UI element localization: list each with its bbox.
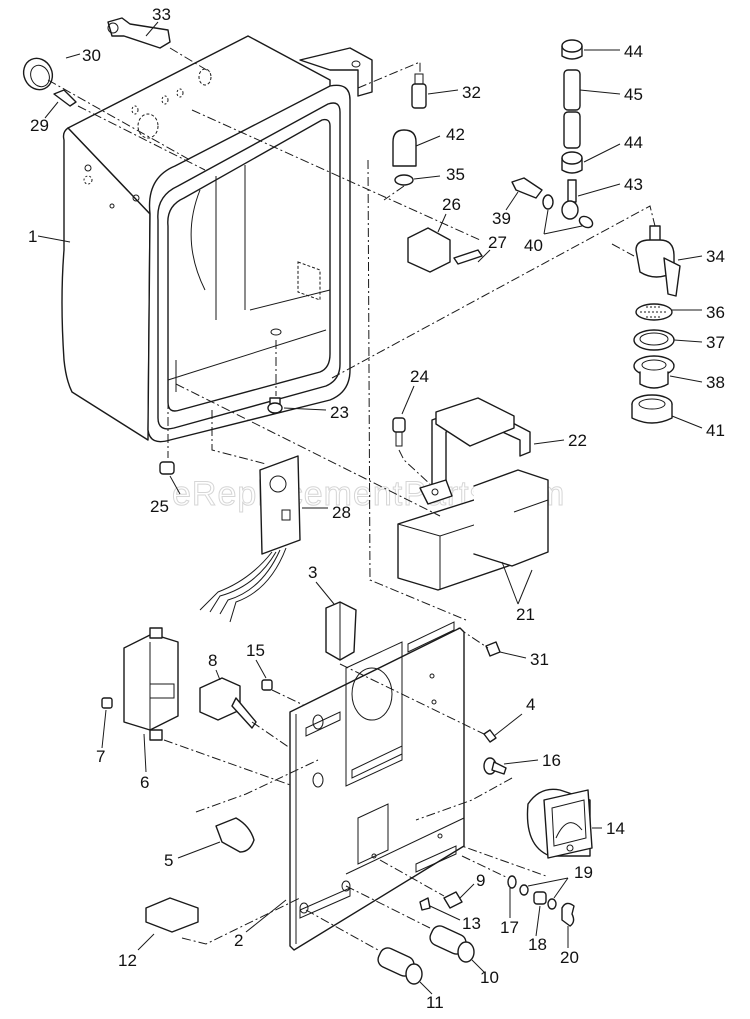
wing-nut-part-20[interactable] [561,902,575,927]
bushing-part-38[interactable] [633,355,675,389]
part-label-19[interactable]: 19 [574,863,593,882]
part-label-8[interactable]: 8 [208,651,217,670]
bolt-part-16[interactable] [483,757,507,775]
gasket-part-37[interactable] [633,329,675,351]
part-label-36[interactable]: 36 [706,303,725,322]
part-label-4[interactable]: 4 [526,695,535,714]
part-label-43[interactable]: 43 [624,175,643,194]
part-label-44-bottom[interactable]: 44 [624,133,643,152]
o-ring-part-35[interactable] [394,174,414,186]
screw-part-27[interactable] [453,249,483,265]
circuit-board-part-28[interactable] [199,455,301,623]
pilot-lamp-part-5[interactable] [215,817,255,853]
cap-part-42[interactable] [392,129,417,167]
nut-part-41[interactable] [631,394,673,424]
part-label-42[interactable]: 42 [446,125,465,144]
screw-part-4[interactable] [483,729,497,743]
part-label-37[interactable]: 37 [706,333,725,352]
part-label-44-top[interactable]: 44 [624,42,643,61]
circuit-breaker-part-3[interactable] [325,601,357,661]
part-label-3[interactable]: 3 [308,563,317,582]
bolt-part-23[interactable] [267,397,283,414]
receptacle-part-6[interactable] [123,627,179,741]
bracket-part-22[interactable] [419,397,531,505]
part-label-27[interactable]: 27 [488,233,507,252]
washer-part-19a[interactable] [519,884,529,896]
part-label-18[interactable]: 18 [528,935,547,954]
part-label-41[interactable]: 41 [706,421,725,440]
valve-part-34[interactable] [635,225,681,297]
washer-part-17[interactable] [507,875,517,889]
nut-part-18[interactable] [533,891,547,905]
nut-part-25[interactable] [159,461,175,475]
part-label-20[interactable]: 20 [560,948,579,967]
toggle-switch-part-8[interactable] [199,677,257,729]
part-label-1[interactable]: 1 [28,227,37,246]
screw-part-29[interactable] [53,89,77,107]
part-label-21[interactable]: 21 [516,605,535,624]
screw-part-31[interactable] [485,641,501,657]
terminal-knob-part-11[interactable] [375,945,423,985]
part-label-34[interactable]: 34 [706,247,725,266]
part-label-7[interactable]: 7 [96,747,105,766]
leader-line [37,235,71,243]
part-label-26[interactable]: 26 [442,195,461,214]
part-label-5[interactable]: 5 [164,851,173,870]
part-label-35[interactable]: 35 [446,165,465,184]
screw-part-9[interactable] [443,891,463,909]
washer-part-40a[interactable] [542,194,554,210]
clip-part-26[interactable] [407,227,451,273]
screen-part-36[interactable] [635,303,673,321]
enclosure-box[interactable] [61,35,373,443]
part-label-30[interactable]: 30 [82,46,101,65]
part-label-25[interactable]: 25 [150,497,169,516]
part-label-28[interactable]: 28 [332,503,351,522]
transformers-part-21[interactable] [397,469,549,591]
part-label-38[interactable]: 38 [706,373,725,392]
hose-clamp-part-44-top[interactable] [561,39,583,60]
part-label-2[interactable]: 2 [234,931,243,950]
part-label-22[interactable]: 22 [568,431,587,450]
terminal-knob-part-10[interactable] [427,923,475,963]
part-label-15[interactable]: 15 [246,641,265,660]
bolt-part-24[interactable] [392,417,406,447]
part-label-45[interactable]: 45 [624,85,643,104]
meter-part-14[interactable] [526,788,593,859]
grommet-part-30[interactable] [19,54,58,95]
part-label-16[interactable]: 16 [542,751,561,770]
part-label-6[interactable]: 6 [140,773,149,792]
hose-part-45[interactable] [563,69,581,149]
nut-part-15[interactable] [261,679,273,691]
screw-part-13[interactable] [419,897,431,911]
hose-clamp-part-44-bottom[interactable] [561,151,583,174]
part-label-10[interactable]: 10 [480,968,499,987]
part-label-9[interactable]: 9 [476,871,485,890]
part-label-33[interactable]: 33 [152,5,171,24]
washer-part-19b[interactable] [547,898,557,910]
part-label-23[interactable]: 23 [330,403,349,422]
part-label-39[interactable]: 39 [492,209,511,228]
bolt-part-39[interactable] [511,177,543,199]
fitting-part-32[interactable] [411,73,427,109]
front-panel-part-2[interactable] [289,621,465,951]
part-label-32[interactable]: 32 [462,83,481,102]
switch-part-12[interactable] [145,897,199,933]
part-label-29[interactable]: 29 [30,116,49,135]
part-label-13[interactable]: 13 [462,914,481,933]
banjo-fitting-part-43[interactable] [561,179,579,220]
part-label-11[interactable]: 11 [426,993,444,1012]
part-label-40[interactable]: 40 [524,236,543,255]
latch-part-33[interactable] [107,17,171,49]
nut-part-7[interactable] [101,697,113,709]
part-label-12[interactable]: 12 [118,951,137,970]
part-label-14[interactable]: 14 [606,819,625,838]
washer-part-40b[interactable] [577,214,594,230]
part-label-31[interactable]: 31 [530,650,549,669]
part-label-17[interactable]: 17 [500,918,519,937]
part-label-24[interactable]: 24 [410,367,429,386]
